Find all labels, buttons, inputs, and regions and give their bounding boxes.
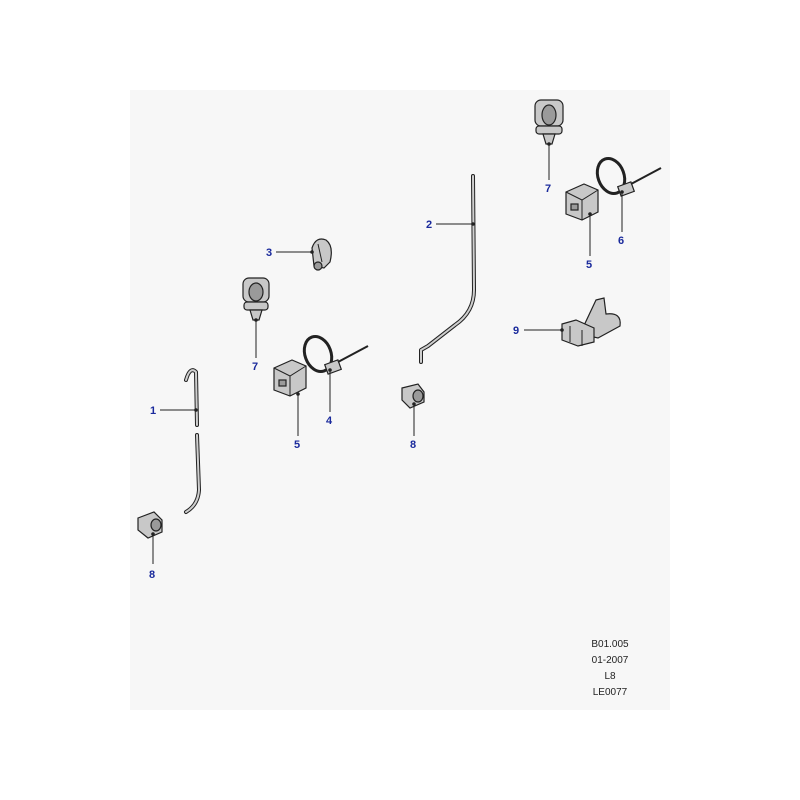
callout-5a: 5 [294, 439, 300, 451]
illustration-code: LE0077 [592, 687, 628, 698]
part-7b-grommet [534, 99, 564, 145]
part-4-cable-tie [302, 335, 369, 375]
callout-7b: 7 [545, 183, 551, 195]
part-1-rod [184, 368, 201, 514]
part-5a-block [273, 359, 307, 397]
reference-block: B01.005 01-2007 L8 LE0077 [560, 637, 660, 701]
callout-5b: 5 [586, 259, 592, 271]
callout-8a: 8 [410, 439, 416, 451]
callout-4: 4 [326, 415, 333, 427]
callout-3: 3 [266, 247, 272, 259]
part-8a-bush [401, 383, 425, 409]
part-8b-bush [137, 511, 163, 539]
callout-1: 1 [150, 405, 156, 417]
leader-lines [151, 142, 624, 564]
part-2-rod [419, 174, 476, 364]
callout-8b: 8 [149, 569, 155, 581]
part-5b-block [565, 183, 599, 221]
drawing-date: 01-2007 [591, 655, 629, 666]
part-6-cable-tie [595, 157, 662, 197]
drawing-number: B01.005 [591, 639, 629, 650]
callout-7a: 7 [252, 361, 258, 373]
callout-9: 9 [513, 325, 519, 337]
part-7a-grommet [242, 277, 270, 321]
callout-6: 6 [618, 235, 624, 247]
part-9-double-clip [561, 297, 621, 347]
callout-2: 2 [426, 219, 432, 231]
part-3-clip [311, 238, 332, 271]
model-code: L8 [604, 671, 616, 682]
